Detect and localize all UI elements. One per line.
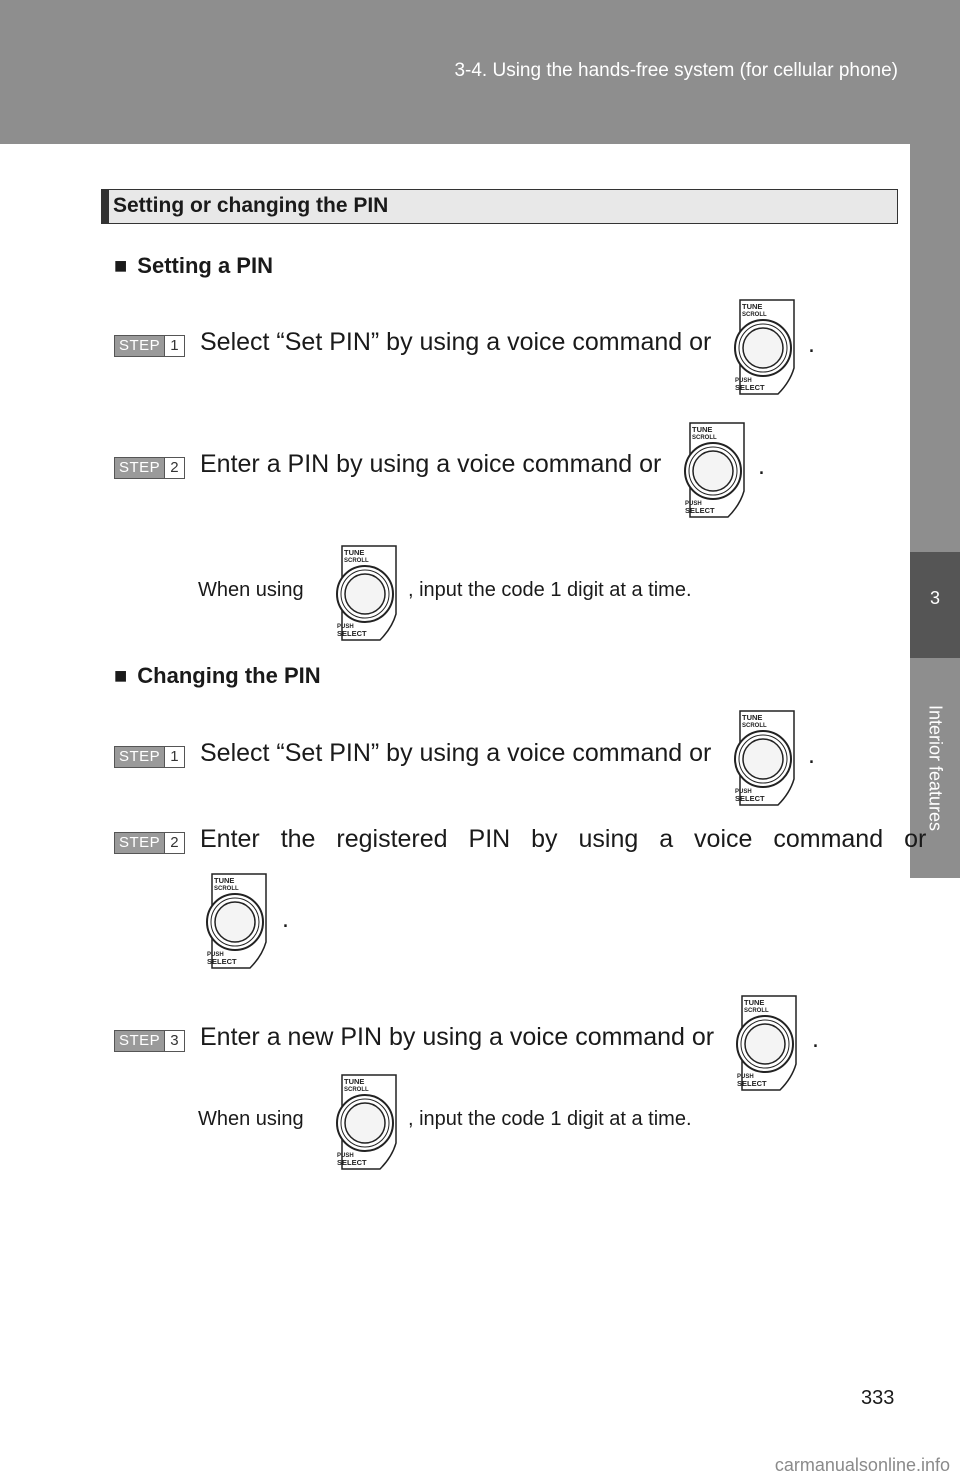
svg-text:SELECT: SELECT — [207, 957, 237, 966]
subsection-heading: ■ Changing the PIN — [114, 663, 321, 689]
step-badge-label: STEP — [115, 747, 165, 767]
section-title-bar — [102, 190, 109, 223]
svg-text:SELECT: SELECT — [735, 794, 765, 803]
page-number: 333 — [861, 1387, 895, 1409]
step-period: . — [808, 741, 815, 769]
watermark: carmanualsonline.info — [774, 1455, 950, 1475]
step-badge-number: 2 — [164, 833, 184, 853]
step-badge-label: STEP — [115, 458, 165, 478]
note-text-before: When using — [198, 579, 304, 601]
step-text: Enter the registered PIN by using a voic… — [200, 825, 927, 853]
svg-text:PUSH: PUSH — [685, 501, 702, 507]
svg-text:SCROLL: SCROLL — [692, 435, 717, 441]
svg-text:PUSH: PUSH — [735, 789, 752, 795]
step-period: . — [812, 1025, 819, 1053]
section-title: Setting or changing the PIN — [113, 194, 389, 217]
subsection-heading: ■ Setting a PIN — [114, 253, 273, 279]
subsection-heading-text: Changing the PIN — [137, 663, 321, 688]
header-band — [0, 0, 960, 144]
svg-text:SELECT: SELECT — [337, 629, 367, 638]
svg-text:SCROLL: SCROLL — [742, 312, 767, 318]
step-text: Enter a PIN by using a voice command or — [200, 450, 662, 478]
square-bullet-icon: ■ — [114, 253, 128, 278]
svg-text:TUNE: TUNE — [742, 302, 762, 311]
step-badge-number: 2 — [164, 458, 184, 478]
step-text: Select “Set PIN” by using a voice comman… — [200, 739, 712, 767]
step-badge-label: STEP — [115, 1031, 165, 1051]
svg-text:SCROLL: SCROLL — [344, 558, 369, 564]
chapter-number: 3 — [929, 588, 940, 608]
svg-text:PUSH: PUSH — [207, 952, 224, 958]
svg-text:SCROLL: SCROLL — [744, 1008, 769, 1014]
chapter-label-tab: Interior features — [910, 658, 960, 878]
svg-text:PUSH: PUSH — [337, 1153, 354, 1159]
step-period: . — [808, 330, 815, 358]
step-period: . — [758, 452, 765, 480]
svg-text:TUNE: TUNE — [214, 876, 234, 885]
svg-text:SELECT: SELECT — [685, 506, 715, 515]
step-badge-label: STEP — [115, 833, 165, 853]
running-header: 3-4. Using the hands-free system (for ce… — [454, 60, 898, 81]
note-text-after: , input the code 1 digit at a time. — [408, 1108, 692, 1130]
step-period: . — [282, 905, 289, 933]
svg-text:TUNE: TUNE — [344, 548, 364, 557]
step-badge-number: 1 — [164, 747, 184, 767]
note-text-before: When using — [198, 1108, 304, 1130]
svg-text:TUNE: TUNE — [692, 425, 712, 434]
step-text: Enter a new PIN by using a voice command… — [200, 1023, 715, 1051]
subsection-heading-text: Setting a PIN — [137, 253, 273, 278]
svg-text:SCROLL: SCROLL — [214, 886, 239, 892]
svg-text:SCROLL: SCROLL — [742, 723, 767, 729]
square-bullet-icon: ■ — [114, 663, 128, 688]
svg-text:PUSH: PUSH — [337, 624, 354, 630]
svg-text:PUSH: PUSH — [735, 378, 752, 384]
side-tab-top — [910, 144, 960, 552]
svg-text:TUNE: TUNE — [344, 1077, 364, 1086]
svg-text:SCROLL: SCROLL — [344, 1087, 369, 1093]
svg-text:TUNE: TUNE — [744, 998, 764, 1007]
svg-text:TUNE: TUNE — [742, 713, 762, 722]
svg-text:SELECT: SELECT — [737, 1079, 767, 1088]
note-text-after: , input the code 1 digit at a time. — [408, 579, 692, 601]
step-text: Select “Set PIN” by using a voice comman… — [200, 328, 712, 356]
step-badge-number: 3 — [164, 1031, 184, 1051]
section-title-box: Setting or changing the PIN — [101, 189, 898, 224]
step-badge-label: STEP — [115, 336, 165, 356]
chapter-label: Interior features — [925, 704, 946, 832]
svg-text:SELECT: SELECT — [337, 1158, 367, 1167]
step-badge-number: 1 — [164, 336, 184, 356]
chapter-tab: 3 — [910, 552, 960, 658]
svg-text:PUSH: PUSH — [737, 1074, 754, 1080]
svg-text:SELECT: SELECT — [735, 383, 765, 392]
